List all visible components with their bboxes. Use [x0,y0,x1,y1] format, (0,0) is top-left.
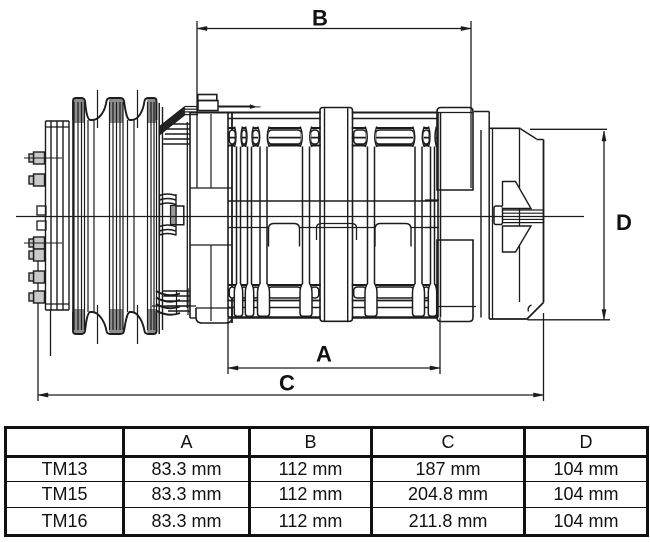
svg-text:D: D [616,210,632,235]
svg-text:C: C [279,371,295,396]
svg-text:A: A [316,342,332,367]
svg-text:B: B [312,6,328,31]
